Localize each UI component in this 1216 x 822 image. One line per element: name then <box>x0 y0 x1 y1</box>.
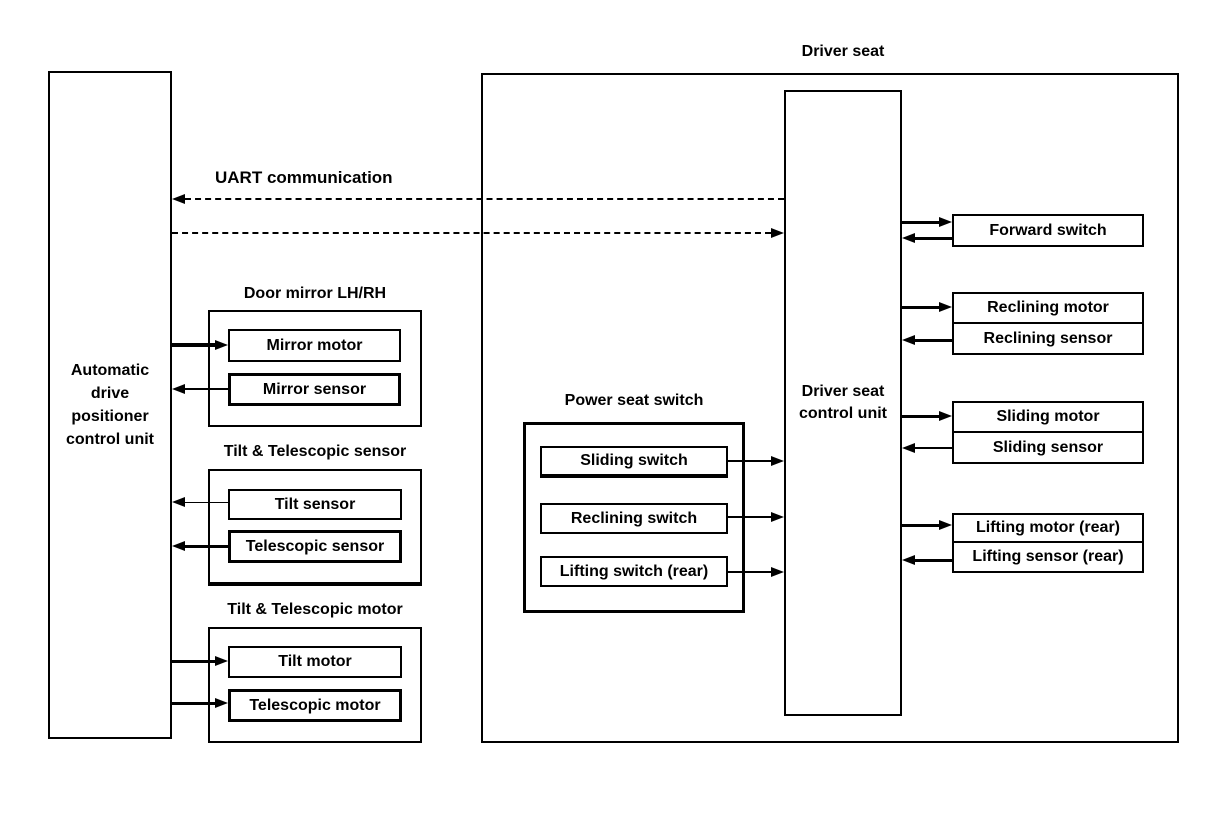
reclining-motor-arrowhead-icon <box>939 302 952 312</box>
seat-control-unit-label-line2: control unit <box>799 405 887 422</box>
mirror-sensor-arrowhead-icon <box>172 384 185 394</box>
forward-switch-box: Forward switch <box>952 214 1144 247</box>
reclining-switch-arrow-line <box>728 516 771 518</box>
automatic-drive-positioner-control-unit-box: Automatic drive positioner control unit <box>48 71 172 739</box>
reclining-motor-arrow-line <box>902 306 940 309</box>
reclining-switch-box: Reclining switch <box>540 503 728 534</box>
lifting-sensor-arrow-line <box>915 559 952 562</box>
sliding-motor-box: Sliding motor <box>952 401 1144 433</box>
forward-switch-in-arrow-line <box>902 221 940 224</box>
lifting-motor-arrowhead-icon <box>939 520 952 530</box>
mirror-sensor-box: Mirror sensor <box>228 373 401 406</box>
power-seat-switch-group-title: Power seat switch <box>564 392 704 409</box>
telescopic-sensor-arrowhead-icon <box>172 541 185 551</box>
forward-switch-out-arrow-line <box>915 237 952 240</box>
telescopic-motor-box: Telescopic motor <box>228 689 402 722</box>
mirror-motor-box: Mirror motor <box>228 329 401 362</box>
lifting-sensor-rear-box: Lifting sensor (rear) <box>952 541 1144 573</box>
tilt-motor-arrowhead-icon <box>215 656 228 666</box>
lifting-sensor-arrowhead-icon <box>902 555 915 565</box>
lifting-motor-arrow-line <box>902 524 940 527</box>
uart-arrowhead-left-icon <box>172 194 185 204</box>
mirror-sensor-arrow-line <box>185 388 228 390</box>
tilt-motor-box: Tilt motor <box>228 646 402 678</box>
forward-switch-in-arrowhead-icon <box>939 217 952 227</box>
uart-dashed-line-to-adp-unit <box>185 198 784 200</box>
tilt-sensor-arrowhead-icon <box>172 497 185 507</box>
sliding-sensor-arrow-line <box>915 447 952 449</box>
driver-seat-control-unit-box: Driver seat control unit <box>784 90 902 716</box>
telescopic-sensor-box: Telescopic sensor <box>228 530 402 563</box>
sliding-switch-arrow-line <box>728 460 771 462</box>
telescopic-motor-arrow-line <box>172 702 216 705</box>
sliding-sensor-arrowhead-icon <box>902 443 915 453</box>
tilt-telescopic-sensor-group-box <box>208 469 422 586</box>
seat-control-unit-label-line1: Driver seat <box>801 383 885 400</box>
tilt-sensor-box: Tilt sensor <box>228 489 402 520</box>
lifting-motor-rear-box: Lifting motor (rear) <box>952 513 1144 543</box>
uart-arrowhead-right-icon <box>771 228 784 238</box>
lifting-switch-rear-box: Lifting switch (rear) <box>540 556 728 587</box>
telescopic-sensor-arrow-line <box>185 545 228 548</box>
tilt-telescopic-motor-group-box <box>208 627 422 743</box>
tilt-telescopic-sensor-group-title: Tilt & Telescopic sensor <box>223 443 407 460</box>
adp-unit-label-line3: positioner <box>71 408 149 425</box>
tilt-motor-arrow-line <box>172 660 216 663</box>
reclining-switch-arrowhead-icon <box>771 512 784 522</box>
sliding-motor-arrowhead-icon <box>939 411 952 421</box>
adp-unit-label-line2: drive <box>90 385 130 402</box>
sliding-sensor-box: Sliding sensor <box>952 431 1144 464</box>
driver-seat-title: Driver seat <box>801 43 885 60</box>
uart-dashed-line-to-seat-unit <box>172 232 771 234</box>
reclining-sensor-arrowhead-icon <box>902 335 915 345</box>
lifting-switch-arrow-line <box>728 571 771 573</box>
sliding-motor-arrow-line <box>902 415 940 418</box>
uart-communication-label: UART communication <box>215 168 393 187</box>
adp-unit-label-line1: Automatic <box>70 362 150 379</box>
tilt-sensor-arrow-line <box>185 502 228 503</box>
door-mirror-group-box <box>208 310 422 427</box>
reclining-sensor-box: Reclining sensor <box>952 322 1144 355</box>
mirror-motor-arrow-line <box>172 343 216 347</box>
reclining-sensor-arrow-line <box>915 339 952 342</box>
sliding-switch-arrowhead-icon <box>771 456 784 466</box>
lifting-switch-arrowhead-icon <box>771 567 784 577</box>
sliding-switch-box: Sliding switch <box>540 446 728 478</box>
reclining-motor-box: Reclining motor <box>952 292 1144 324</box>
tilt-telescopic-motor-group-title: Tilt & Telescopic motor <box>227 601 403 618</box>
mirror-motor-arrowhead-icon <box>215 340 228 350</box>
door-mirror-group-title: Door mirror LH/RH <box>243 285 387 302</box>
forward-switch-out-arrowhead-icon <box>902 233 915 243</box>
telescopic-motor-arrowhead-icon <box>215 698 228 708</box>
adp-unit-label-line4: control unit <box>66 431 154 448</box>
